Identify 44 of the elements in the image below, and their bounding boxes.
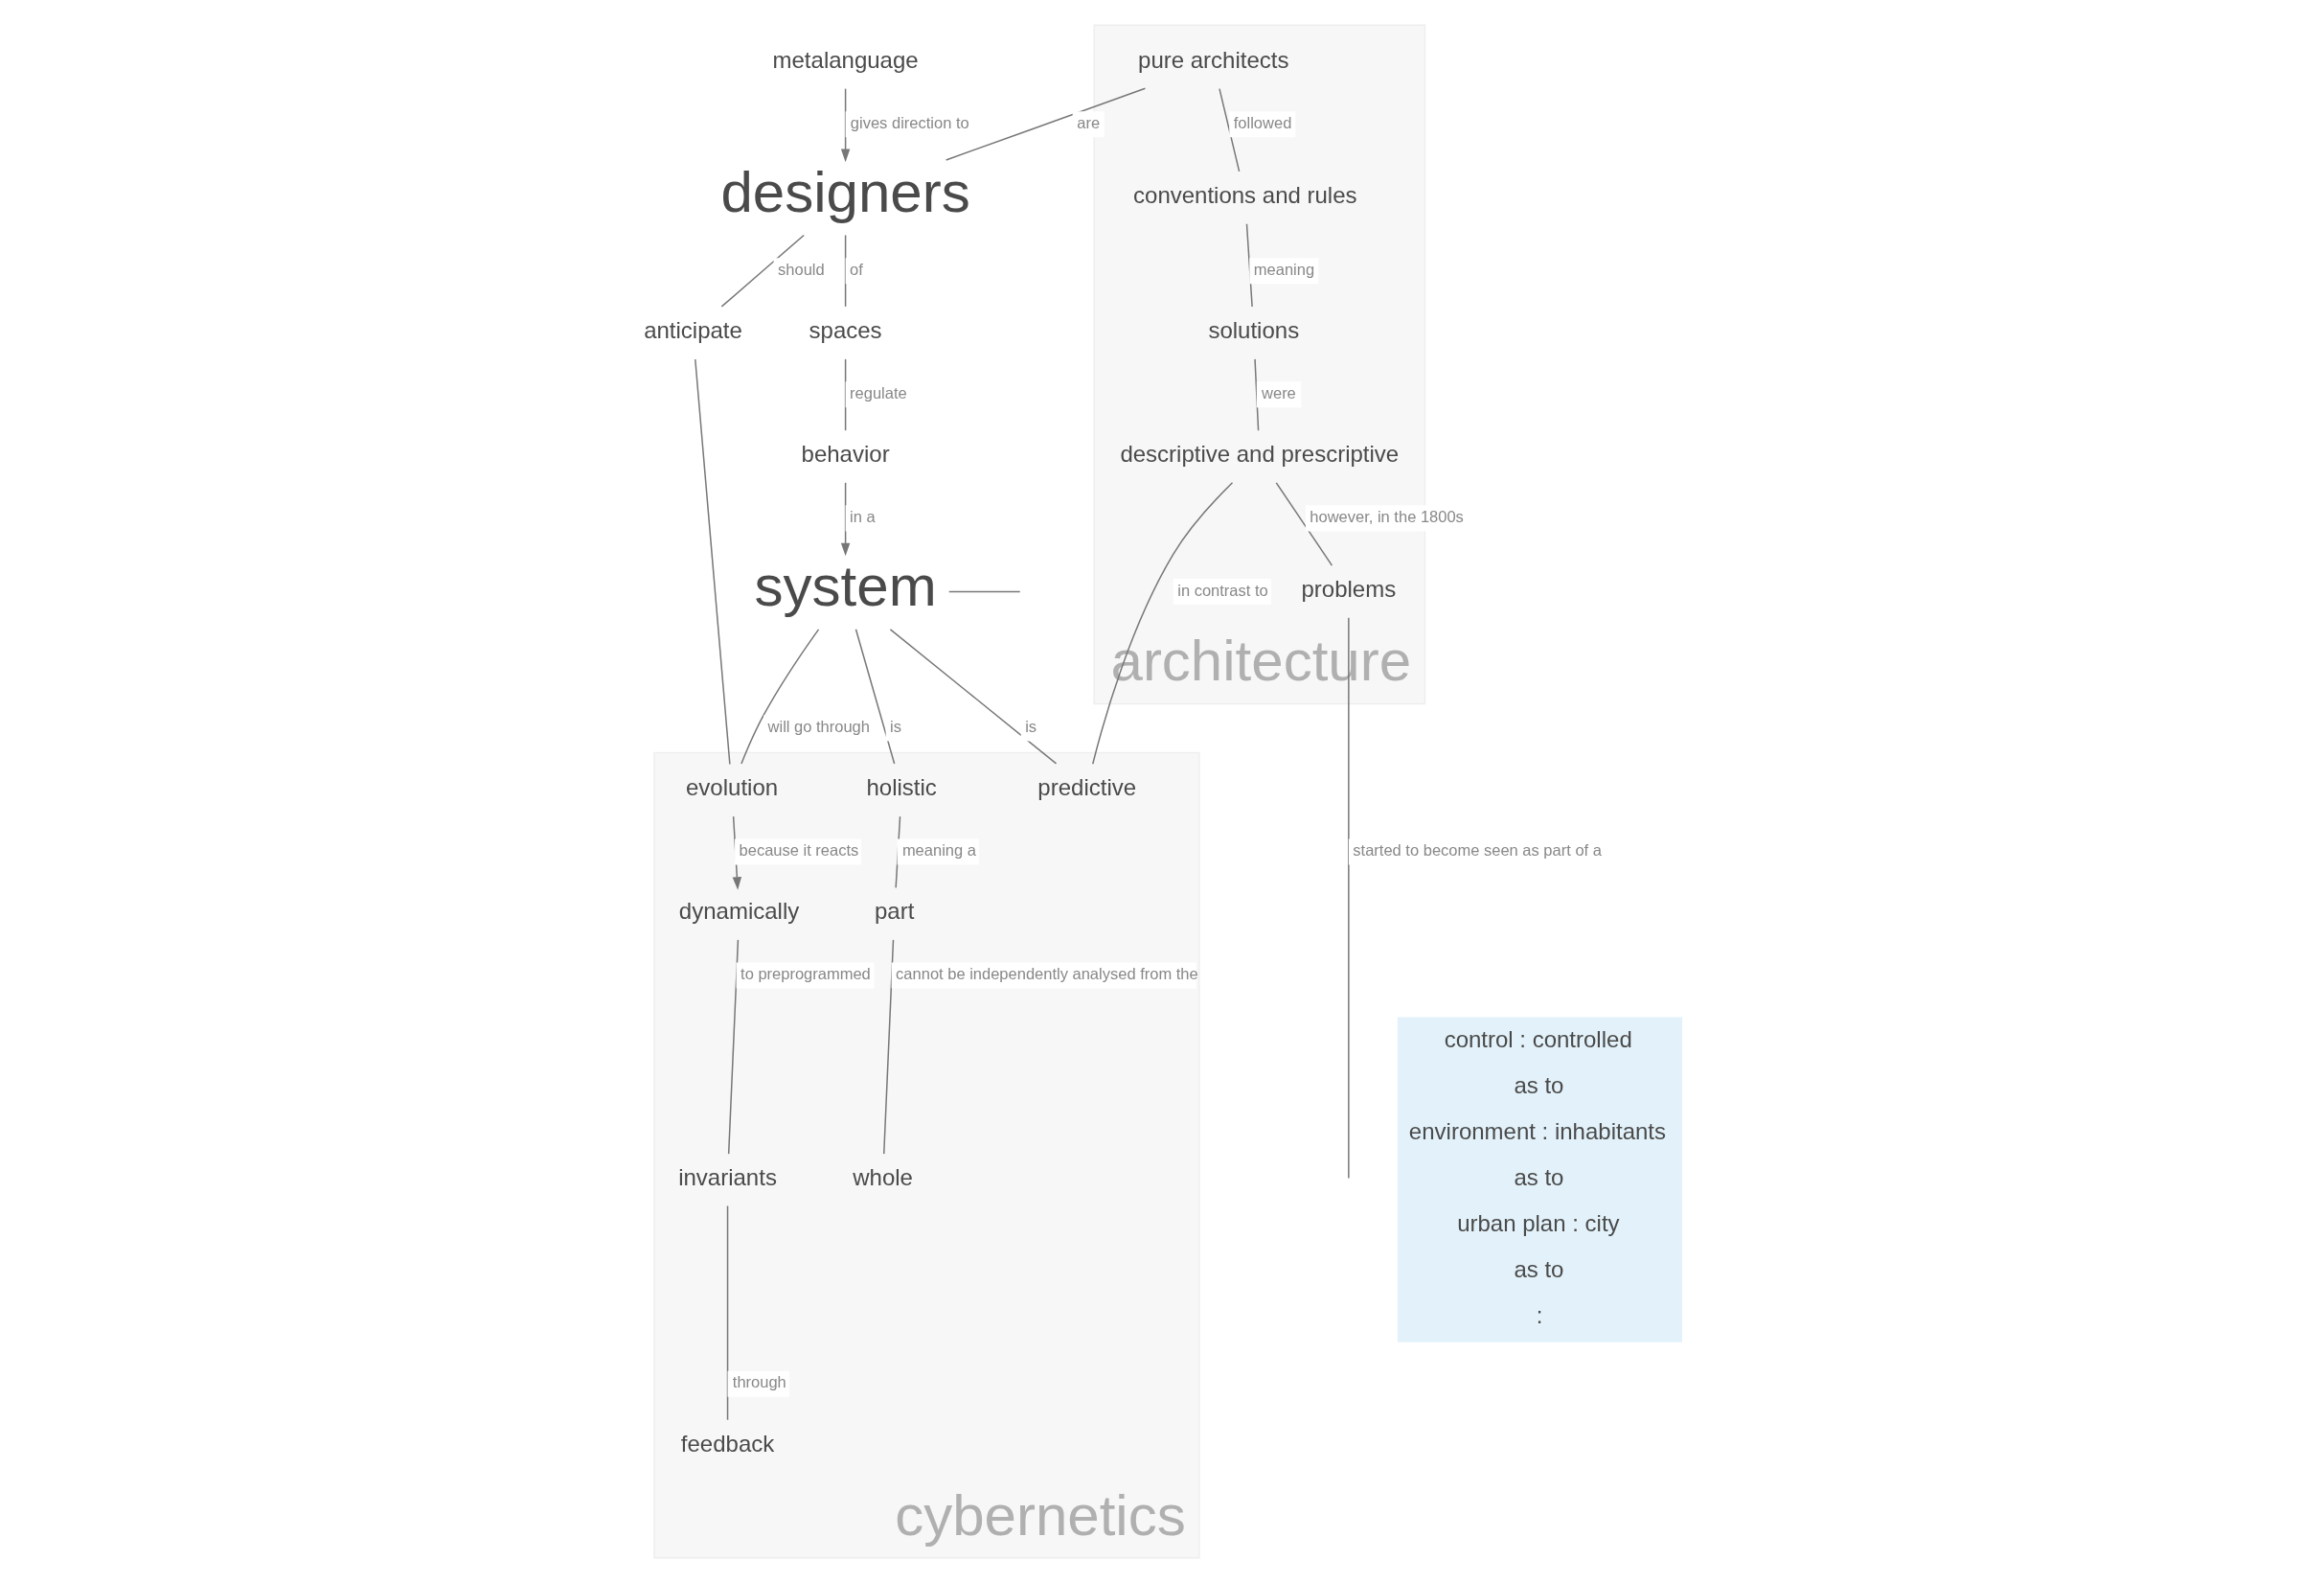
node-text: predictive bbox=[1037, 774, 1136, 801]
edge-label: is bbox=[889, 718, 901, 736]
node-text: conventions and rules bbox=[1132, 181, 1357, 208]
node-text: pure architects bbox=[1137, 46, 1288, 73]
node-text: feedback bbox=[680, 1430, 774, 1457]
edge-label: followed bbox=[1233, 113, 1291, 131]
edge-label: of bbox=[849, 260, 863, 278]
node-text: whole bbox=[852, 1163, 913, 1190]
edge-label: gives direction to bbox=[850, 113, 969, 131]
node-text: behavior bbox=[801, 441, 890, 468]
edge-label: started to become seen as part of a bbox=[1352, 841, 1602, 860]
node-text: designers bbox=[719, 160, 970, 225]
edge-label: should bbox=[777, 260, 825, 278]
label: urban plan : city bbox=[1456, 1209, 1620, 1236]
node-text: spaces bbox=[809, 316, 882, 343]
label: environment : inhabitants bbox=[1408, 1117, 1666, 1144]
edge-label: regulate bbox=[849, 384, 907, 402]
label: : bbox=[1536, 1301, 1542, 1328]
node-text: invariants bbox=[677, 1163, 777, 1190]
edge-label: in contrast to bbox=[1176, 581, 1268, 599]
node-text: metalanguage bbox=[772, 46, 919, 73]
node-text: dynamically bbox=[678, 898, 799, 925]
edge-label: is bbox=[1024, 718, 1037, 736]
node-text: part bbox=[874, 898, 914, 925]
edge-label: cannot be independently analysed from the bbox=[895, 965, 1198, 983]
node-text: holistic bbox=[865, 774, 937, 801]
node-text: descriptive and prescriptive bbox=[1119, 441, 1399, 468]
edge-label: because it reacts bbox=[739, 841, 858, 860]
edge-label: were bbox=[1261, 384, 1296, 402]
label: as to bbox=[1513, 1071, 1563, 1098]
edge-label: in a bbox=[849, 508, 876, 526]
node-text: system bbox=[754, 554, 937, 619]
label: as to bbox=[1513, 1255, 1563, 1282]
edge-label: through bbox=[732, 1373, 786, 1391]
label: control : controlled bbox=[1444, 1025, 1632, 1052]
label: as to bbox=[1513, 1163, 1563, 1190]
edge-label: will go through bbox=[767, 718, 870, 736]
edge-label: to preprogrammed bbox=[740, 965, 871, 983]
node-text: evolution bbox=[685, 774, 778, 801]
node-text: solutions bbox=[1207, 316, 1299, 343]
node-text: problems bbox=[1300, 576, 1396, 603]
edge-label: meaning a bbox=[901, 841, 976, 860]
edge-label: meaning bbox=[1253, 260, 1314, 278]
node-text: anticipate bbox=[643, 316, 742, 343]
